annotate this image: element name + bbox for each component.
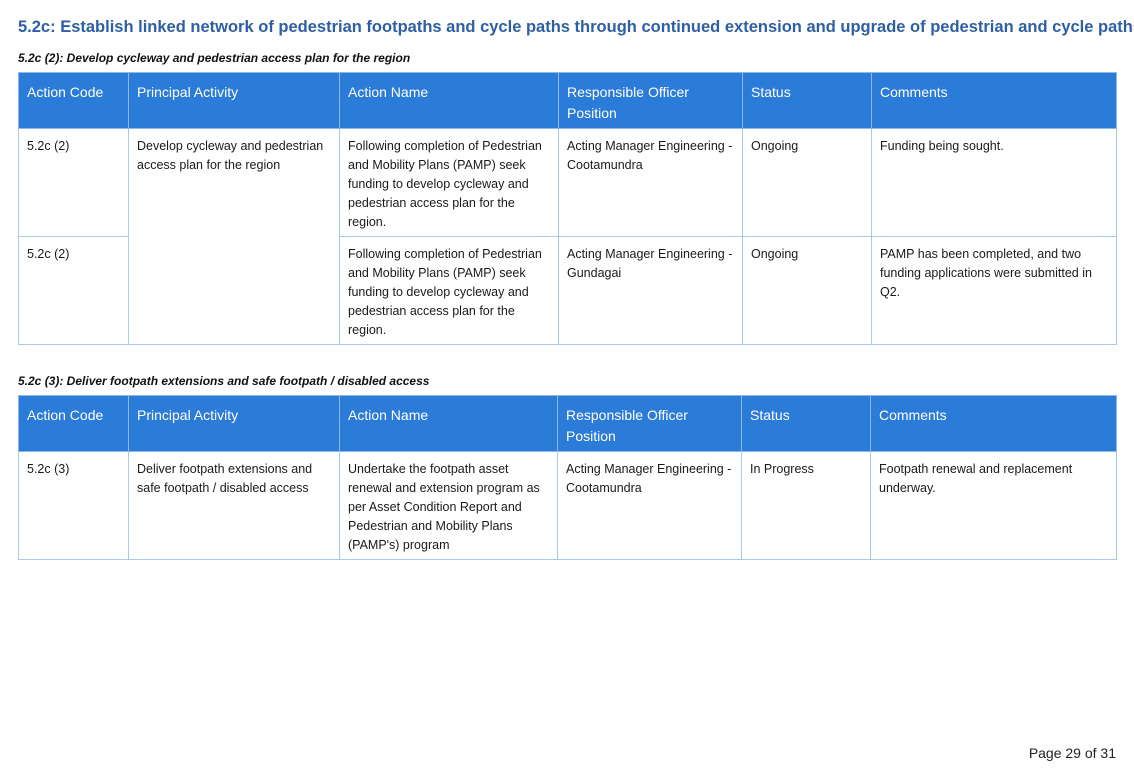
cell-action-code: 5.2c (2) [18, 236, 129, 345]
table-2-subheading: 5.2c (3): Deliver footpath extensions an… [18, 374, 430, 388]
cell-status: Ongoing [742, 236, 872, 345]
table-header-row: Action Code Principal Activity Action Na… [18, 395, 1117, 452]
cell-action-name: Following completion of Pedestrian and M… [339, 236, 559, 345]
header-comments: Comments [870, 395, 1117, 452]
cell-comments: Footpath renewal and replacement underwa… [870, 451, 1117, 560]
cell-action-code: 5.2c (3) [18, 451, 129, 560]
cell-action-code: 5.2c (2) [18, 128, 129, 237]
cell-principal-activity: Develop cycleway and pedestrian access p… [128, 128, 340, 345]
header-comments: Comments [871, 72, 1117, 129]
cell-responsible-officer: Acting Manager Engineering - Gundagai [558, 236, 743, 345]
cell-action-name: Undertake the footpath asset renewal and… [339, 451, 558, 560]
action-table-1: Action Code Principal Activity Action Na… [18, 72, 1117, 345]
header-responsible-officer: Responsible Officer Position [557, 395, 742, 452]
cell-comments: PAMP has been completed, and two funding… [871, 236, 1117, 345]
header-responsible-officer: Responsible Officer Position [558, 72, 743, 129]
header-principal-activity: Principal Activity [128, 395, 340, 452]
header-status: Status [742, 72, 872, 129]
cell-action-name: Following completion of Pedestrian and M… [339, 128, 559, 237]
header-action-name: Action Name [339, 395, 558, 452]
cell-status: In Progress [741, 451, 871, 560]
header-status: Status [741, 395, 871, 452]
table-row: 5.2c (3) Deliver footpath extensions and… [18, 451, 1117, 560]
header-principal-activity: Principal Activity [128, 72, 340, 129]
page-number: Page 29 of 31 [1028, 745, 1116, 761]
cell-status: Ongoing [742, 128, 872, 237]
cell-responsible-officer: Acting Manager Engineering - Cootamundra [558, 128, 743, 237]
table-row: 5.2c (2) Following completion of Pedestr… [18, 236, 1117, 345]
cell-responsible-officer: Acting Manager Engineering - Cootamundra [557, 451, 742, 560]
section-title: 5.2c: Establish linked network of pedest… [18, 18, 1134, 36]
cell-comments: Funding being sought. [871, 128, 1117, 237]
table-header-row: Action Code Principal Activity Action Na… [18, 72, 1117, 129]
header-action-code: Action Code [18, 72, 129, 129]
header-action-name: Action Name [339, 72, 559, 129]
table-1-subheading: 5.2c (2): Develop cycleway and pedestria… [18, 51, 411, 65]
table-row: 5.2c (2) Develop cycleway and pedestrian… [18, 128, 1117, 345]
header-action-code: Action Code [18, 395, 129, 452]
cell-principal-activity: Deliver footpath extensions and safe foo… [128, 451, 340, 560]
action-table-2: Action Code Principal Activity Action Na… [18, 395, 1117, 560]
